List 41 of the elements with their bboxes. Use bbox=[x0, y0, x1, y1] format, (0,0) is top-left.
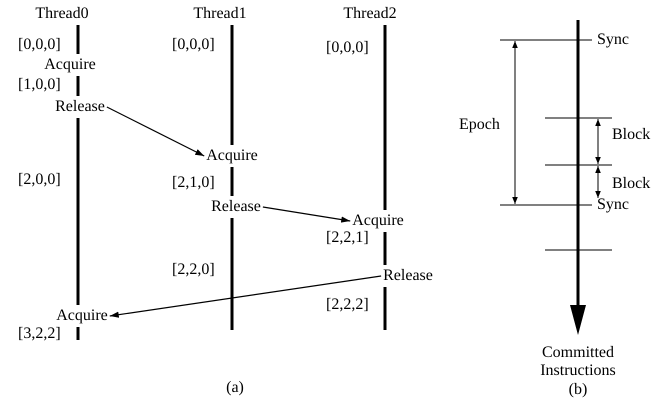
vector-clock: [2,2,0] bbox=[172, 261, 215, 279]
vector-clock: [1,0,0] bbox=[18, 76, 61, 94]
event-label: Release bbox=[211, 198, 261, 216]
thread-timeline bbox=[230, 25, 234, 145]
arrow bbox=[262, 206, 350, 223]
event-label: Acquire bbox=[352, 212, 404, 230]
block-label: Block bbox=[612, 175, 650, 193]
thread-title: Thread2 bbox=[343, 5, 397, 23]
event-label: Acquire bbox=[56, 307, 108, 325]
thread-timeline bbox=[76, 76, 80, 96]
vector-clock: [2,1,0] bbox=[172, 174, 215, 192]
sync-label: Sync bbox=[597, 31, 629, 49]
thread-timeline bbox=[384, 232, 386, 265]
vector-clock: [2,0,0] bbox=[18, 171, 61, 189]
arrow bbox=[106, 106, 204, 157]
axis-title: Committed Instructions bbox=[539, 344, 617, 380]
event-label: Acquire bbox=[206, 147, 258, 165]
thread-timeline bbox=[76, 118, 80, 305]
thread-title: Thread0 bbox=[35, 5, 89, 23]
thread-title: Thread1 bbox=[193, 5, 247, 23]
event-label: Acquire bbox=[44, 56, 96, 74]
vector-clock: [0,0,0] bbox=[18, 36, 61, 54]
vector-clock: [3,2,2] bbox=[18, 325, 61, 343]
epoch-label: Epoch bbox=[459, 116, 500, 134]
thread-timeline bbox=[384, 25, 386, 210]
thread-timeline bbox=[76, 327, 80, 340]
thread-timeline bbox=[76, 25, 80, 54]
thread-timeline bbox=[230, 167, 234, 196]
block-label: Block bbox=[612, 126, 650, 144]
vector-clock: [0,0,0] bbox=[326, 39, 369, 57]
arrow bbox=[110, 275, 382, 318]
event-label: Release bbox=[55, 98, 105, 116]
sync-label: Sync bbox=[597, 196, 629, 214]
panel-label: (b) bbox=[568, 381, 588, 399]
vector-clock: [2,2,2] bbox=[326, 296, 369, 314]
thread-timeline bbox=[384, 287, 386, 330]
thread-timeline bbox=[230, 218, 234, 330]
vector-clock: [2,2,1] bbox=[326, 229, 369, 247]
vector-clock: [0,0,0] bbox=[172, 36, 215, 54]
event-label: Release bbox=[383, 267, 433, 285]
panel-label: (a) bbox=[226, 379, 244, 397]
